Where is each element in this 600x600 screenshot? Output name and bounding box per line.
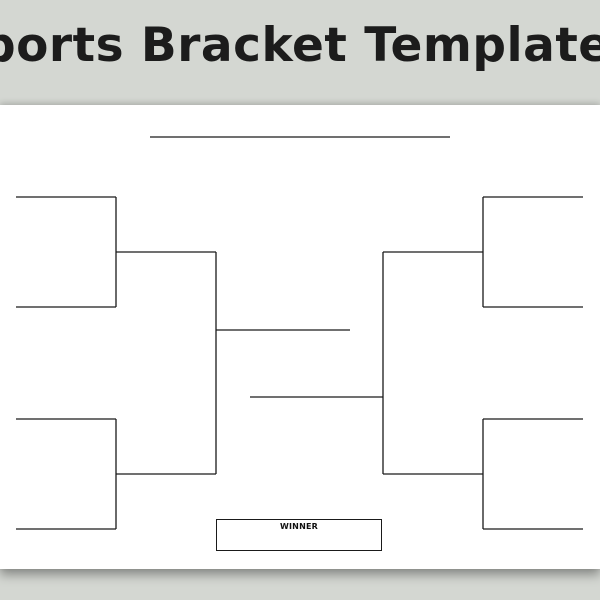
winner-box[interactable]: WINNER [216, 519, 382, 551]
banner-title: ports Bracket Template [0, 16, 600, 96]
bracket-diagram [16, 136, 583, 530]
winner-label: WINNER [279, 522, 319, 531]
bracket-sheet: WINNER [0, 105, 600, 569]
banner-title-text: ports Bracket Template [0, 18, 600, 73]
